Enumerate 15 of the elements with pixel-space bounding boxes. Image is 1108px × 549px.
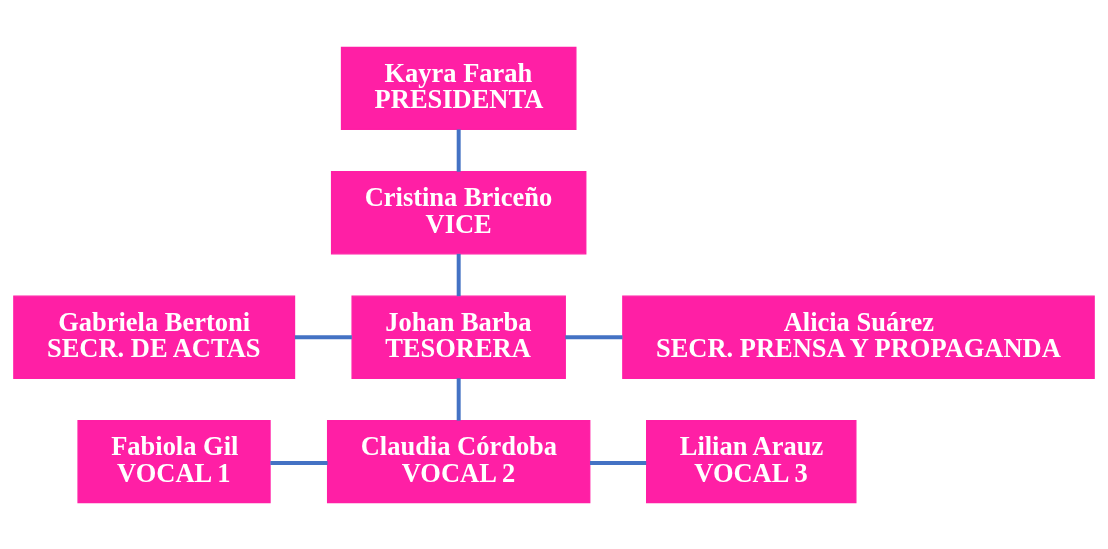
connector — [456, 377, 461, 421]
connector — [456, 128, 461, 172]
node-box: Johan Barba TESORERA — [351, 295, 566, 379]
connector — [565, 334, 623, 339]
node-box: Alicia Suárez SECR. PRENSA Y PROPAGANDA — [622, 295, 1095, 379]
node-box: Kayra Farah PRESIDENTA — [340, 46, 577, 130]
node-box: Fabiola Gil VOCAL 1 — [77, 419, 271, 503]
connector — [456, 253, 461, 296]
node-box: Cristina Briceño VICE — [330, 170, 587, 254]
node-box: Claudia Córdoba VOCAL 2 — [326, 419, 591, 503]
connector — [590, 460, 647, 465]
connector — [270, 460, 328, 465]
node-box: Lilian Arauz VOCAL 3 — [646, 419, 857, 503]
node-box: Gabriela Bertoni SECR. DE ACTAS — [13, 295, 296, 379]
connector — [294, 334, 352, 339]
